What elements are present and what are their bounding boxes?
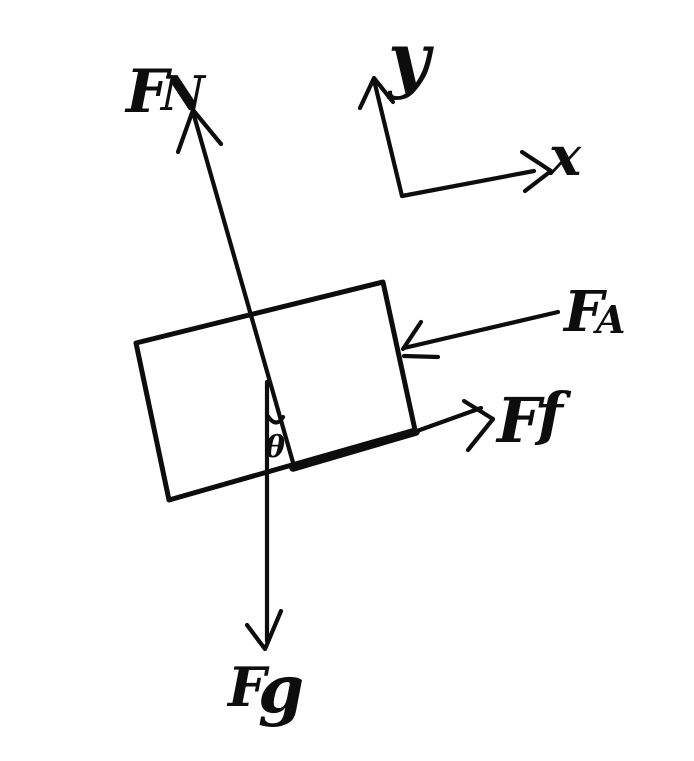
normal-force-label-sub: N (159, 66, 207, 122)
applied-force-arrow-shaft (401, 309, 561, 351)
y-axis-arrowhead-icon (357, 75, 396, 111)
x-axis-line (399, 168, 537, 199)
x-axis-arrowhead-icon (519, 149, 554, 194)
gravity-force-arrowhead-icon (244, 608, 284, 652)
friction-force-label-sub: f (534, 380, 572, 448)
friction-force-arrowhead-icon (461, 398, 496, 453)
applied-force-arrowhead-icon (400, 319, 441, 360)
normal-force-label-main: F (124, 57, 173, 127)
applied-force-label-sub: A (593, 297, 625, 342)
ink-strokes (133, 75, 561, 652)
angle-theta-label: θ (265, 430, 285, 465)
x-axis-label: x (548, 124, 582, 188)
gravity-force-label-sub: g (258, 650, 304, 728)
friction-force-label-main: F (495, 384, 545, 457)
labels: F N y x F A F f θ F g (124, 16, 625, 728)
gravity-force-label-main: F (226, 655, 270, 719)
block-outline (133, 279, 418, 503)
y-axis-label: y (386, 16, 434, 101)
block-bottom-edge-overdraw (289, 428, 420, 472)
applied-force-label-main: F (562, 279, 608, 345)
angle-arc (264, 412, 286, 425)
friction-force-arrow-shaft (414, 405, 484, 434)
normal-force-arrow-shaft (190, 109, 297, 469)
y-axis-line (371, 77, 405, 199)
normal-force-arrowhead-icon (175, 107, 224, 155)
